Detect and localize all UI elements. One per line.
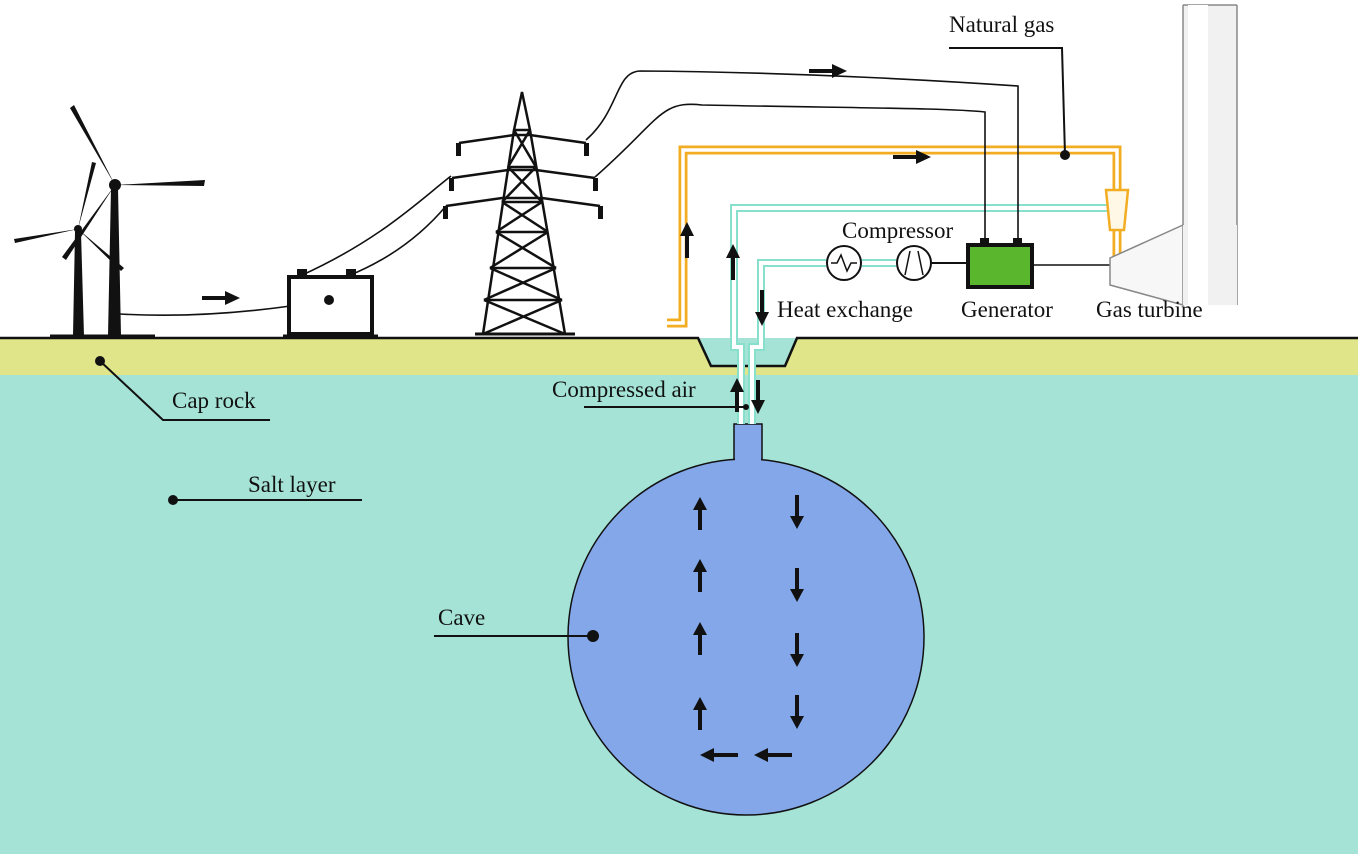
well-down-arrow [751, 380, 765, 414]
arrow-left-2 [754, 748, 792, 762]
arrow-up-1 [693, 497, 707, 530]
gas-turbine-icon [1109, 223, 1237, 306]
cave-flow-arrows [693, 495, 804, 762]
arrow-down-2 [790, 568, 804, 602]
gas-turbine-label: Gas turbine [1096, 297, 1203, 322]
well-up-arrow [730, 378, 744, 412]
arrow-left-1 [700, 748, 738, 762]
power-right-arrow-low [202, 291, 240, 305]
cap-rock-region [0, 338, 1358, 375]
arrow-up-2 [693, 559, 707, 592]
compressor-icon [896, 245, 968, 281]
gas-up-arrow [680, 222, 694, 258]
arrow-up-3 [693, 622, 707, 655]
pipe-flow-arrows [202, 64, 931, 414]
gas-right-arrow [893, 150, 931, 164]
cave-label: Cave [438, 605, 485, 630]
cap-rock-label: Cap rock [172, 388, 256, 413]
transmission-tower-icon [445, 91, 601, 336]
arrow-up-4 [693, 697, 707, 730]
compressor-label: Compressor [842, 218, 954, 243]
arrow-down-3 [790, 633, 804, 667]
compressed-air-pipes [730, 204, 1108, 424]
wind-turbine-icon [14, 105, 205, 338]
heat-exchanger-icon [826, 245, 862, 281]
air-up-arrow [726, 244, 740, 280]
combustor-icon [1104, 188, 1130, 232]
well-pit [698, 338, 797, 366]
arrow-down-4 [790, 695, 804, 729]
insulators [443, 143, 603, 219]
cave [567, 458, 925, 816]
generator-icon [966, 238, 1034, 289]
natural-gas-label: Natural gas [949, 12, 1054, 37]
air-down-arrow [755, 290, 769, 326]
salt-layer-label: Salt layer [248, 472, 336, 497]
heat-exchange-label: Heat exchange [777, 297, 913, 322]
battery-icon [283, 269, 378, 338]
generator-label: Generator [961, 297, 1053, 322]
compressed-air-label: Compressed air [552, 377, 696, 402]
power-wires [119, 70, 1110, 317]
arrow-down-1 [790, 495, 804, 529]
power-right-arrow-top [809, 64, 847, 78]
label-leaders [95, 47, 1070, 642]
